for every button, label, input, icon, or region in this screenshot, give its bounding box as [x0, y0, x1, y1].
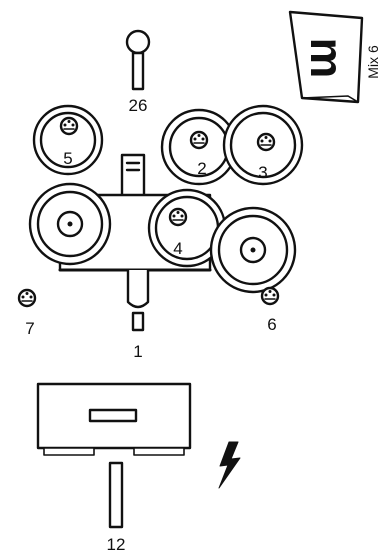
connector-6-icon — [260, 286, 280, 306]
lightning-bolt-icon — [218, 441, 241, 489]
connector-7-icon — [17, 288, 37, 308]
roller-3 — [222, 104, 304, 186]
roller-5 — [32, 104, 104, 176]
part-26-stand — [125, 29, 151, 91]
mix-sign: m — [288, 10, 364, 104]
part-12-box — [36, 382, 192, 529]
roller-2 — [160, 108, 238, 186]
sign-letter: m — [301, 38, 353, 79]
label-7: 7 — [25, 319, 34, 338]
label-4: 4 — [173, 239, 182, 258]
label-1: 1 — [133, 342, 142, 361]
roller-left-large — [28, 182, 112, 266]
label-12: 12 — [107, 535, 126, 554]
label-26: 26 — [129, 96, 148, 115]
label-6: 6 — [267, 315, 276, 334]
sign-caption: Mix 6 — [365, 45, 381, 79]
label-5: 5 — [63, 149, 72, 168]
label-2: 2 — [197, 159, 206, 178]
label-3: 3 — [258, 163, 267, 182]
roller-right-large — [209, 206, 297, 294]
